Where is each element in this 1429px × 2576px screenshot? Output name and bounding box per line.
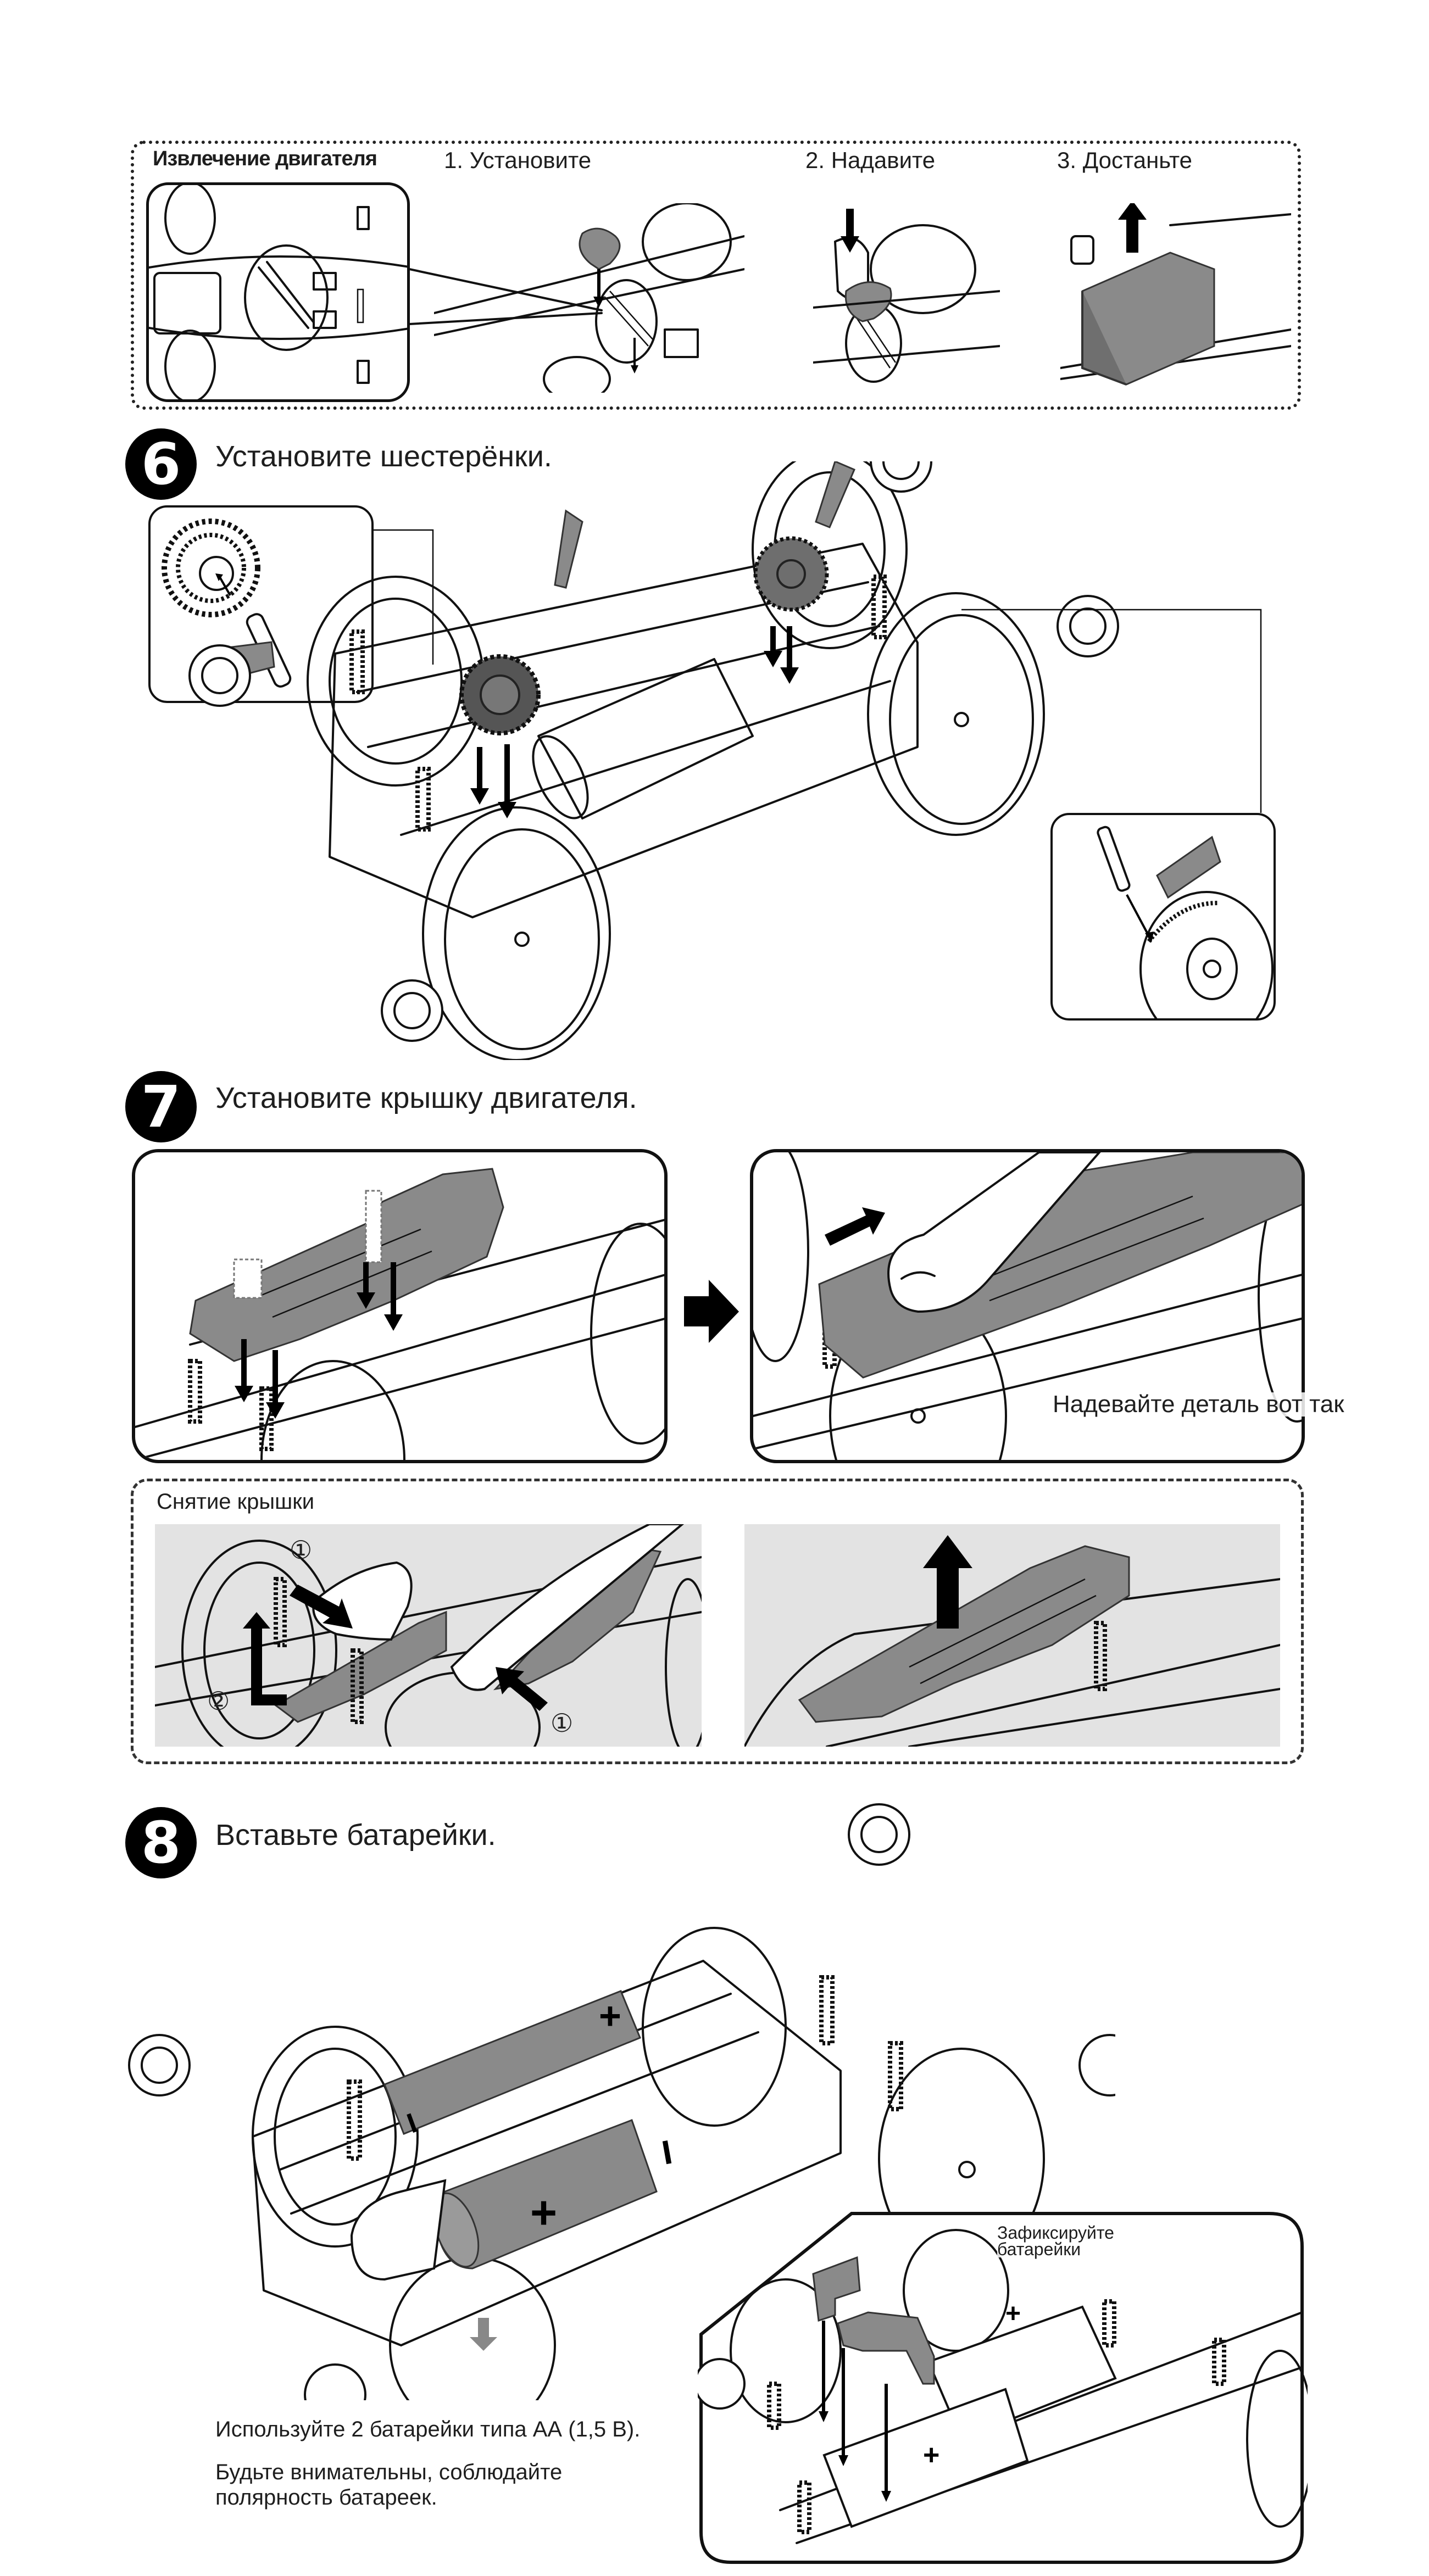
step-8-battery-holder-inset: + + Зафиксируйте батарейки bbox=[698, 2203, 1308, 2568]
spring-icon bbox=[188, 1359, 202, 1424]
inset-plus-sign-1: + bbox=[1005, 2299, 1021, 2328]
step-6-number: 6 bbox=[141, 431, 181, 498]
battery-holder-icon-2 bbox=[837, 2311, 935, 2385]
roller-icon bbox=[698, 2358, 746, 2410]
grease-tube-icon bbox=[1156, 835, 1221, 899]
step-7-fit-note: Надевайте деталь вот так bbox=[1053, 1391, 1344, 1418]
callout-2: ② bbox=[207, 1687, 230, 1715]
cover-removal-panel-1: ① ② ① bbox=[155, 1524, 702, 1747]
wheel-front-right-icon bbox=[867, 592, 1045, 836]
step-7-number: 7 bbox=[141, 1073, 181, 1140]
chassis-bottom-drawing bbox=[149, 185, 407, 399]
step-8-battery-type-note: Используйте 2 батарейки типа АА (1,5 В). bbox=[215, 2417, 641, 2441]
wheel-front-left-icon bbox=[389, 2256, 556, 2400]
step-6-chassis-illustration bbox=[187, 461, 1154, 1060]
down-arrow-icon bbox=[593, 297, 604, 308]
right-arrow-icon bbox=[684, 1280, 739, 1343]
inset-pointer-lines bbox=[409, 268, 603, 325]
shaft-icon bbox=[1097, 826, 1131, 892]
lift-arrow-icon bbox=[243, 1612, 287, 1705]
step-6-title: Установите шестерёнки. bbox=[215, 440, 552, 473]
step-8-fix-note: Зафиксируйте батарейки bbox=[997, 2224, 1129, 2258]
finger-icon bbox=[450, 1524, 685, 1691]
down-arrow-icon bbox=[235, 1386, 253, 1402]
wheel-icon bbox=[260, 1360, 405, 1460]
roller-icon bbox=[128, 2034, 191, 2097]
wheel-front-left-icon bbox=[422, 806, 611, 1060]
insert-arrow-icon bbox=[470, 2318, 497, 2351]
crown-gear-icon bbox=[1147, 901, 1218, 943]
battery-icon bbox=[383, 1990, 641, 2135]
up-arrow-icon bbox=[923, 1535, 972, 1568]
motor-removal-section bbox=[131, 141, 1301, 410]
spur-gear-icon bbox=[753, 536, 829, 612]
wheel-rear-right-icon bbox=[642, 1927, 787, 2127]
grease-tube-icon bbox=[554, 509, 583, 589]
up-arrow-icon bbox=[1118, 203, 1147, 220]
press-arrow-icon-2 bbox=[496, 1667, 548, 1711]
step-6-number-badge: 6 bbox=[125, 428, 197, 500]
step-7-number-badge: 7 bbox=[125, 1071, 197, 1142]
wheel-rear-left-icon bbox=[252, 2026, 419, 2248]
motor-removal-title: Извлечение двигателя bbox=[153, 147, 377, 170]
step-8-number: 8 bbox=[141, 1809, 181, 1876]
step-8-chassis-illustration: + − + − bbox=[126, 1796, 1115, 2400]
battery-2-plus-sign: + bbox=[530, 2187, 558, 2238]
push-arrow-icon bbox=[825, 1207, 885, 1246]
motor-removal-inset bbox=[146, 182, 410, 402]
step-7-install-panel bbox=[132, 1149, 668, 1463]
press-arrow-icon bbox=[841, 236, 859, 253]
step-8-title: Вставьте батарейки. bbox=[215, 1819, 496, 1852]
motor-removal-step-1-illustration bbox=[434, 203, 744, 393]
motor-removal-step-1-label: 1. Установите bbox=[444, 147, 592, 173]
step-6-wheel-gear-inset bbox=[1050, 813, 1276, 1021]
motor-cover-icon bbox=[798, 1545, 1130, 1723]
press-arrow-icon bbox=[290, 1585, 353, 1629]
step-6-callout-line-right bbox=[961, 609, 1262, 813]
cover-removal-panel-2 bbox=[744, 1524, 1280, 1747]
wheel-rear-right-icon bbox=[752, 461, 908, 649]
motor-removal-step-3-label: 3. Достаньте bbox=[1057, 147, 1193, 173]
motor-tool-icon bbox=[579, 227, 621, 270]
cover-removal-section bbox=[131, 1479, 1304, 1764]
roller-icon bbox=[188, 644, 251, 707]
callout-1a: ① bbox=[290, 1536, 313, 1564]
cover-removal-title: Снятие крышки bbox=[157, 1490, 315, 1514]
motor-removal-step-3-illustration bbox=[1060, 203, 1291, 393]
step-8-polarity-note: Будьте внимательны, соблюдайте полярност… bbox=[215, 2460, 563, 2510]
down-arrow-icon bbox=[470, 788, 489, 805]
step-7-title: Установите крышку двигателя. bbox=[215, 1081, 637, 1114]
step-8-number-badge: 8 bbox=[125, 1807, 197, 1878]
battery-1-plus-sign: + bbox=[599, 1994, 621, 2037]
motor-removal-step-2-label: 2. Надавите bbox=[805, 147, 936, 173]
motor-removal-step-2-illustration bbox=[813, 209, 1000, 393]
battery-holder-icon bbox=[812, 2256, 861, 2322]
callout-1b: ① bbox=[551, 1709, 574, 1737]
finger-icon bbox=[887, 1152, 1101, 1313]
gear-icon bbox=[162, 518, 260, 617]
inset-plus-sign-2: + bbox=[923, 2439, 940, 2471]
step-6-callout-line-left bbox=[372, 529, 434, 665]
